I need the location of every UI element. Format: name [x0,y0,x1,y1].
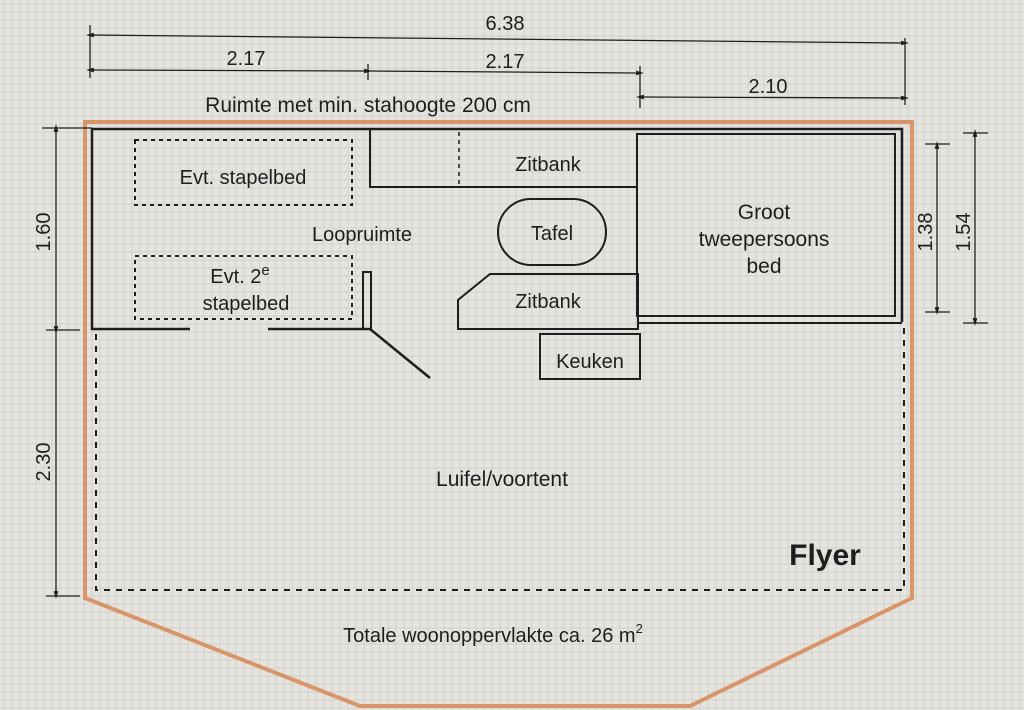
dim-left-bottom: 2.30 [33,443,55,482]
label-bunk-2: Evt. 2e [210,262,269,288]
double-bed [636,133,896,317]
dim-bed-inner: 1.38 [915,213,937,252]
dim-left-width: 2.17 [227,48,266,70]
dim-left-top: 1.60 [33,213,55,252]
dim-middle-width: 2.17 [486,51,525,73]
label-bed-1: Groot [738,201,791,224]
label-walkway: Loopruimte [312,224,412,246]
bench-bottom [457,273,639,330]
brand-logo: Flyer [789,539,861,572]
label-bunk-1: Evt. stapelbed [180,167,307,189]
total-area-outline [83,120,914,708]
caravan-walls [90,127,904,379]
label-bed-3: bed [746,255,781,278]
label-bed-2: tweepersoons [699,228,830,251]
label-bench-top: Zitbank [515,154,582,176]
total-area-label: Totale woonoppervlakte ca. 26 m2 [343,621,643,647]
dim-bed-outer: 1.54 [953,213,975,252]
table [497,198,607,266]
dim-total-width: 6.38 [486,13,525,35]
dimension-lines [42,25,988,599]
kitchen [539,333,641,380]
label-kitchen: Keuken [556,351,624,373]
bench-top [369,130,638,188]
label-awning: Luifel/voortent [436,468,568,491]
label-bench-bottom: Zitbank [515,291,582,313]
label-bunk-2-line2: stapelbed [203,293,290,315]
dim-right-width: 2.10 [749,76,788,98]
awning-outline [95,322,905,591]
headroom-note: Ruimte met min. stahoogte 200 cm [205,94,531,117]
bunk-bed-1 [134,139,353,206]
bunk-bed-2 [134,255,353,320]
label-table: Tafel [531,223,573,245]
